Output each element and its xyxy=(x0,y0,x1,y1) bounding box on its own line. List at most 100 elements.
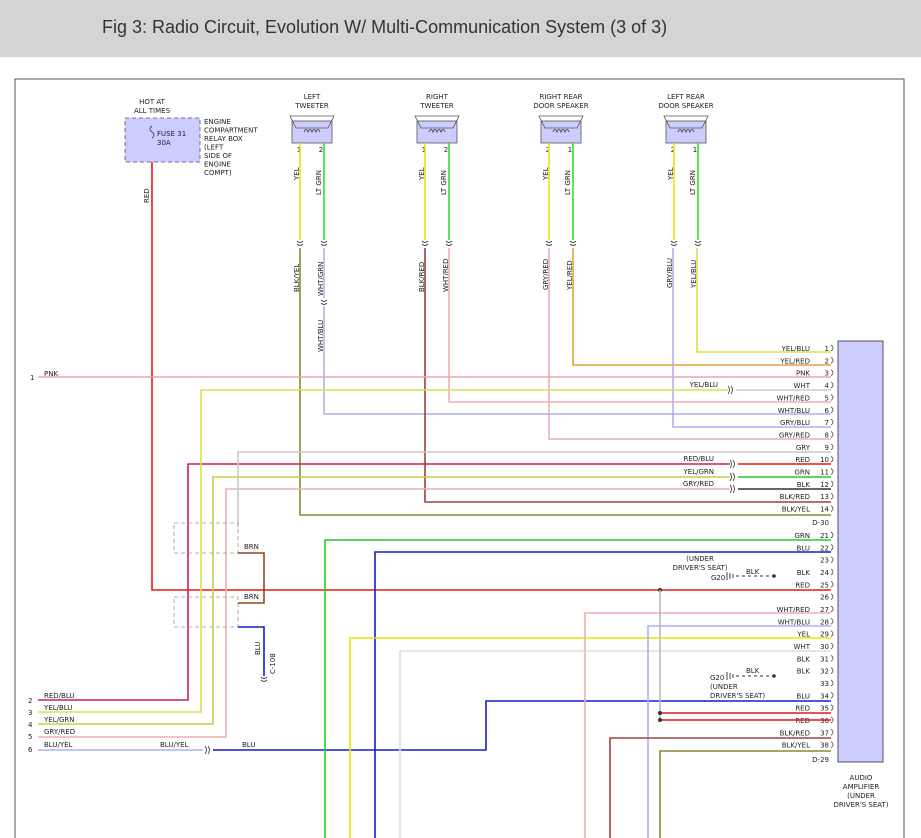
amp-pin-bracket xyxy=(830,369,834,377)
wire-label: WHT/RED xyxy=(442,259,450,293)
amp-pin-bracket xyxy=(830,556,834,563)
speaker-name-label: RIGHT REAR xyxy=(539,93,582,101)
speaker-wire-connector xyxy=(445,240,453,246)
inline-connector xyxy=(204,745,210,755)
left-connector-pin: 5 xyxy=(28,733,32,741)
speaker-wire-connector xyxy=(670,240,678,246)
amp-pin-bracket xyxy=(830,344,834,352)
speaker-wire-label: LT GRN xyxy=(564,170,572,195)
wire-gry-red-left xyxy=(38,488,730,738)
speaker-cone-icon xyxy=(289,115,335,129)
speaker-pin: 1 xyxy=(568,146,572,154)
amp-pin-bracket xyxy=(830,741,834,748)
wire-label: BLK/YEL xyxy=(293,264,301,292)
wire-yel-blu xyxy=(696,248,831,353)
inline-label: C-108 xyxy=(269,653,277,674)
title-bar: Fig 3: Radio Circuit, Evolution W/ Multi… xyxy=(0,0,921,57)
left-connector-color: RED/BLU xyxy=(44,692,75,700)
amp-pin-bracket xyxy=(830,728,834,736)
amp-pin-number: 3 xyxy=(825,370,829,378)
amp-pin-color: WHT/BLU xyxy=(778,407,810,415)
ground-icon xyxy=(726,572,734,580)
speaker-name-label: LEFT REAR xyxy=(667,93,705,101)
ground-location-label: (UNDER xyxy=(710,683,738,691)
amp-pin-bracket xyxy=(830,394,834,401)
amp-pin-color: GRY xyxy=(796,444,811,452)
amp-pin-color: WHT/BLU xyxy=(778,618,810,626)
ground-label: G20 xyxy=(711,574,725,582)
amp-pin-number: 35 xyxy=(820,705,829,713)
speaker-name-label: DOOR SPEAKER xyxy=(658,102,713,110)
amp-pin-bracket xyxy=(830,492,834,500)
connector-d29: D-29 xyxy=(812,756,829,764)
amp-pin-color: RED xyxy=(795,717,810,725)
fuse-label: 30A xyxy=(157,139,171,147)
fuse-relay-box xyxy=(124,117,201,163)
amp-pin-number: 38 xyxy=(820,742,829,750)
wire-label: GRY/RED xyxy=(542,259,550,290)
amp-pin-bracket xyxy=(830,418,834,426)
speaker-wire-connector xyxy=(296,240,304,246)
amp-pin-bracket xyxy=(830,357,834,364)
speaker-wire-label: YEL xyxy=(418,167,426,181)
left-connector-color: YEL/GRN xyxy=(43,716,74,724)
amp-pin-number: 5 xyxy=(825,394,829,402)
splice-box-1 xyxy=(173,522,239,554)
amp-pin-bracket xyxy=(830,406,834,414)
amp-pin-color: WHT/RED xyxy=(777,606,811,614)
amp-pin-color: YEL/BLU xyxy=(781,345,810,353)
left-connector-pin: 4 xyxy=(28,721,33,729)
wire-wht-red-27 xyxy=(584,612,831,838)
wire-label: YEL/RED xyxy=(566,260,574,291)
speaker-cone-icon xyxy=(414,115,460,129)
ground-icon xyxy=(726,672,734,680)
amp-pin-bracket xyxy=(830,605,834,613)
amplifier-label: DRIVER'S SEAT) xyxy=(833,801,888,809)
amp-pin-color: GRY/BLU xyxy=(780,419,810,427)
amp-pin-number: 26 xyxy=(820,594,829,602)
inline-label: BLU xyxy=(254,642,262,655)
wire-label: BLK/RED xyxy=(418,262,426,292)
speaker-wire-connector xyxy=(694,240,702,246)
inline-connector xyxy=(729,459,735,469)
speaker-coil-icon xyxy=(552,129,570,134)
diagram-frame xyxy=(14,78,905,838)
wire-label: WHT/GRN xyxy=(317,262,325,296)
hot-at-all-times-label: ALL TIMES xyxy=(134,107,171,115)
inline-label: YEL/GRN xyxy=(683,468,714,476)
amp-pin-number: 2 xyxy=(825,357,829,365)
amp-pin-number: 34 xyxy=(820,692,829,700)
inline-label: BLU xyxy=(242,741,255,749)
amp-pin-bracket xyxy=(830,531,834,539)
splice-box-2 xyxy=(173,596,239,628)
fuse-label: FUSE 31 xyxy=(157,130,186,138)
wire-yel-red xyxy=(572,248,831,366)
relay-box-label: COMPT) xyxy=(204,169,232,177)
amplifier-label: AUDIO xyxy=(850,774,873,782)
amp-pin-color: GRY/RED xyxy=(779,431,810,439)
amp-pin-bracket xyxy=(830,617,834,625)
amp-pin-color: BLK xyxy=(797,668,811,676)
amp-pin-color: BLK/YEL xyxy=(782,742,810,750)
inline-label: BRN xyxy=(244,543,259,551)
ground-location-label: DRIVER'S SEAT) xyxy=(710,692,765,700)
speaker-pin: 1 xyxy=(297,146,301,154)
speaker-name-label: TWEETER xyxy=(419,102,454,110)
wire-wht-blu xyxy=(323,306,831,415)
fuse-wire-label: RED xyxy=(143,188,151,203)
amp-pin-number: 32 xyxy=(820,668,829,676)
wire-gry-9 xyxy=(237,451,831,527)
inline-label: YEL/BLU xyxy=(689,381,718,389)
relay-box-label: (LEFT xyxy=(204,144,224,152)
speaker-wire-label: YEL xyxy=(542,167,550,181)
amp-pin-color: PNK xyxy=(796,370,810,378)
speaker-wire-connector xyxy=(569,240,577,246)
wire-blu-c108 xyxy=(238,626,265,676)
wire-blk-red xyxy=(424,248,831,503)
wire-grn-21 xyxy=(324,539,831,838)
speaker-pin: 2 xyxy=(319,146,323,154)
speaker-name-label: RIGHT xyxy=(426,93,449,101)
speaker-pin: 1 xyxy=(693,146,697,154)
amp-pin-color: BLK xyxy=(797,481,811,489)
